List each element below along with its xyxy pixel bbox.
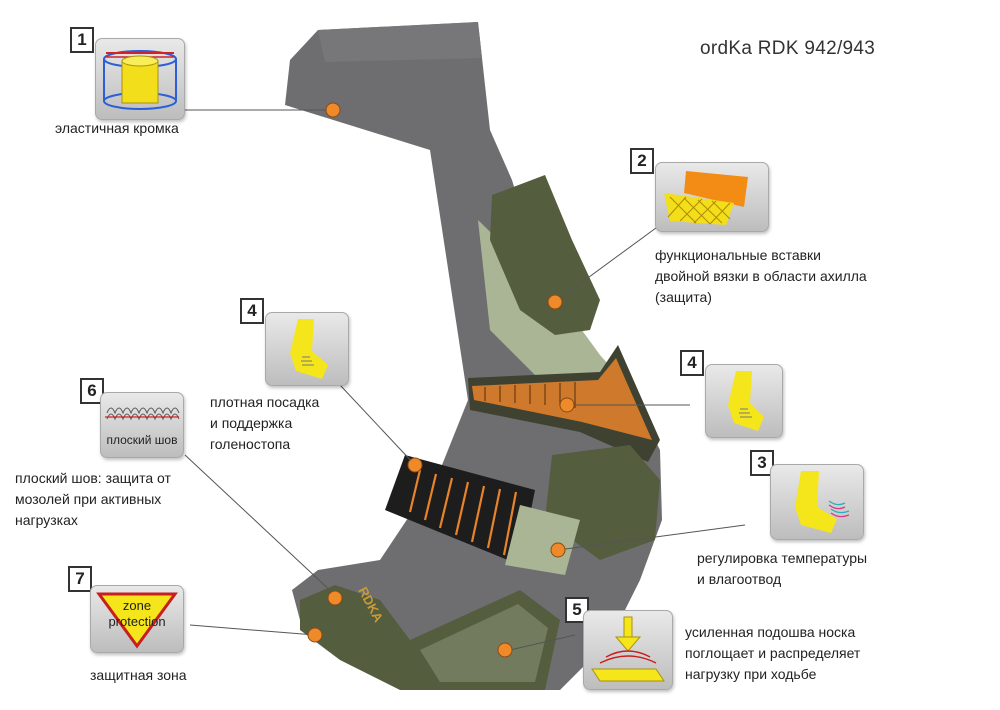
sole-insert xyxy=(410,590,560,690)
marker-7 xyxy=(307,627,323,643)
marker-2 xyxy=(547,294,563,310)
instep-band xyxy=(385,455,535,565)
breathable-sock-icon xyxy=(795,471,850,533)
protection-zone-icon: zone protection xyxy=(96,592,178,649)
badge-4-left: 4 xyxy=(240,298,264,324)
marker-4a xyxy=(407,457,423,473)
protection-text: protection xyxy=(108,614,165,629)
marker-4b xyxy=(559,397,575,413)
marker-1 xyxy=(325,102,341,118)
ankle-sock-icon xyxy=(290,319,328,379)
achilles-insert xyxy=(490,175,600,335)
sole-pressure-icon xyxy=(591,616,665,682)
tile-achilles-insert xyxy=(655,162,769,232)
badge-1: 1 xyxy=(70,27,94,53)
label-5: усиленная подошва носка поглощает и расп… xyxy=(685,624,861,682)
tile-elastic-cuff xyxy=(95,38,185,120)
label-1: эластичная кромка xyxy=(55,120,179,136)
label-4: плотная посадка и поддержка голеностопа xyxy=(210,394,320,452)
badge-2: 2 xyxy=(630,148,654,174)
tile-ankle-support xyxy=(265,312,349,386)
ankle-sock-icon-2 xyxy=(728,371,764,431)
flat-seam-icon xyxy=(105,407,180,421)
tile-flat-seam: плоский шов xyxy=(100,392,184,458)
product-title: ordKa RDK 942/943 xyxy=(700,38,876,59)
marker-3 xyxy=(550,542,566,558)
zone-text: zone xyxy=(123,598,151,613)
tile-temperature xyxy=(770,464,864,540)
label-3: регулировка температуры и влагоотвод xyxy=(697,550,868,587)
badge-4-right: 4 xyxy=(680,350,704,376)
marker-6 xyxy=(327,590,343,606)
tile-protection-zone: zone protection xyxy=(90,585,184,653)
label-7: защитная зона xyxy=(90,667,187,683)
marker-5 xyxy=(497,642,513,658)
tile-reinforced-sole xyxy=(583,610,673,690)
toe-zone xyxy=(300,585,440,690)
label-2: функциональные вставки двойной вязки в о… xyxy=(655,247,867,305)
knit-insert-icon xyxy=(664,171,748,225)
badge-7: 7 xyxy=(68,566,92,592)
flat-seam-text: плоский шов xyxy=(106,433,178,447)
elastic-cuff-icon xyxy=(103,50,177,110)
label-6: плоский шов: защита от мозолей при актив… xyxy=(15,470,171,528)
tile-ankle-support-2 xyxy=(705,364,783,438)
